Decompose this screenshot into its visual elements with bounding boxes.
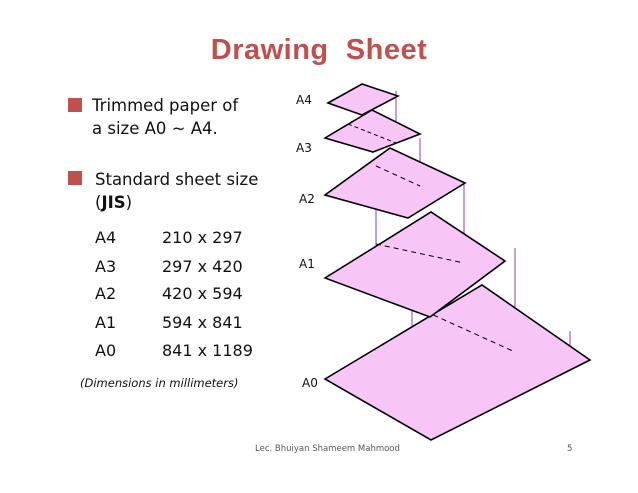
- a0-fold-line: [375, 288, 516, 353]
- size-name-a1: A1: [95, 313, 117, 332]
- bullet-1-line-1: Trimmed paper of: [92, 96, 239, 115]
- size-name-a3: A3: [95, 257, 117, 276]
- bullet-2-line-1: Standard sheet size: [95, 170, 259, 189]
- size-name-a4: A4: [95, 228, 117, 247]
- label-a1: A1: [299, 257, 315, 271]
- a1-fold-line: [375, 243, 465, 264]
- size-dims-a0: 841 x 1189: [162, 341, 253, 360]
- page-number: 5: [567, 444, 573, 454]
- sheet-a2: [323, 147, 467, 219]
- bullet-text-2: Standard sheet size (JIS): [95, 168, 258, 214]
- bullet-1-line-2: a size A0 ~ A4.: [92, 119, 218, 138]
- slide-title: Drawing Sheet: [210, 34, 428, 66]
- sheet-a1: [323, 211, 507, 318]
- size-name-a0: A0: [95, 341, 117, 360]
- jis-close-paren: ): [125, 193, 133, 212]
- label-a3: A3: [296, 141, 312, 155]
- jis-open-paren: (: [95, 193, 102, 212]
- bullet-marker-1: [68, 98, 82, 112]
- footer-credit: Lec. Bhuiyan Shameem Mahmood: [255, 444, 400, 454]
- dimensions-note: (Dimensions in millimeters): [80, 376, 239, 390]
- size-dims-a3: 297 x 420: [162, 257, 243, 276]
- size-dims-a1: 594 x 841: [162, 313, 243, 332]
- label-a2: A2: [299, 192, 315, 206]
- label-a0: A0: [302, 376, 318, 390]
- jis-label: JIS: [101, 193, 126, 212]
- label-a4: A4: [296, 93, 312, 107]
- bullet-text-1: Trimmed paper of a size A0 ~ A4.: [92, 94, 238, 140]
- sheet-a4: [326, 83, 401, 116]
- bullet-2-line-2: (JIS): [95, 191, 258, 214]
- size-dims-a4: 210 x 297: [162, 228, 243, 247]
- a3-fold-line: [347, 123, 397, 144]
- sheet-a3: [323, 109, 422, 153]
- sheet-a0: [323, 284, 592, 441]
- size-name-a2: A2: [95, 284, 117, 303]
- bullet-marker-2: [68, 171, 82, 185]
- a2-fold-line: [375, 165, 421, 187]
- size-dims-a2: 420 x 594: [162, 284, 243, 303]
